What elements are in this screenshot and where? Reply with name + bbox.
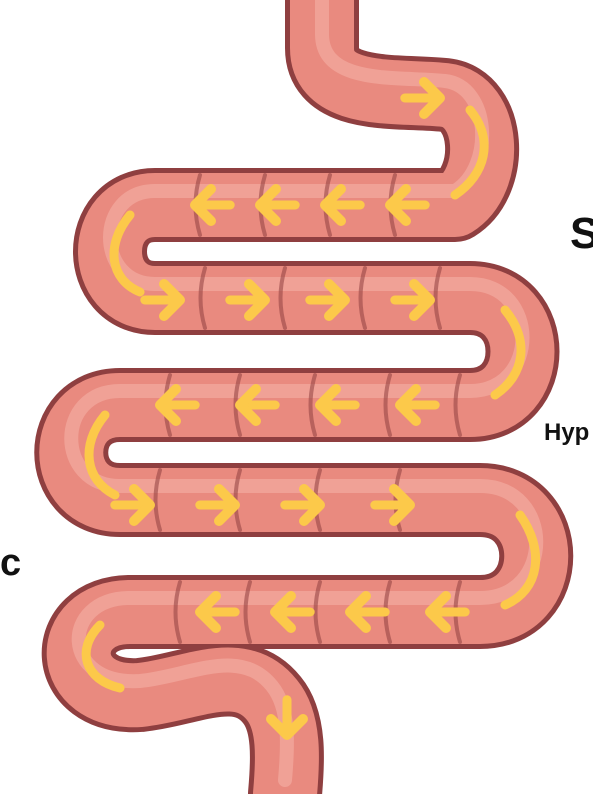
label-middle-right: Hyp [544,421,589,445]
label-left: c [0,544,21,582]
label-top-right: S [570,212,593,256]
intestine-tube [71,0,536,794]
